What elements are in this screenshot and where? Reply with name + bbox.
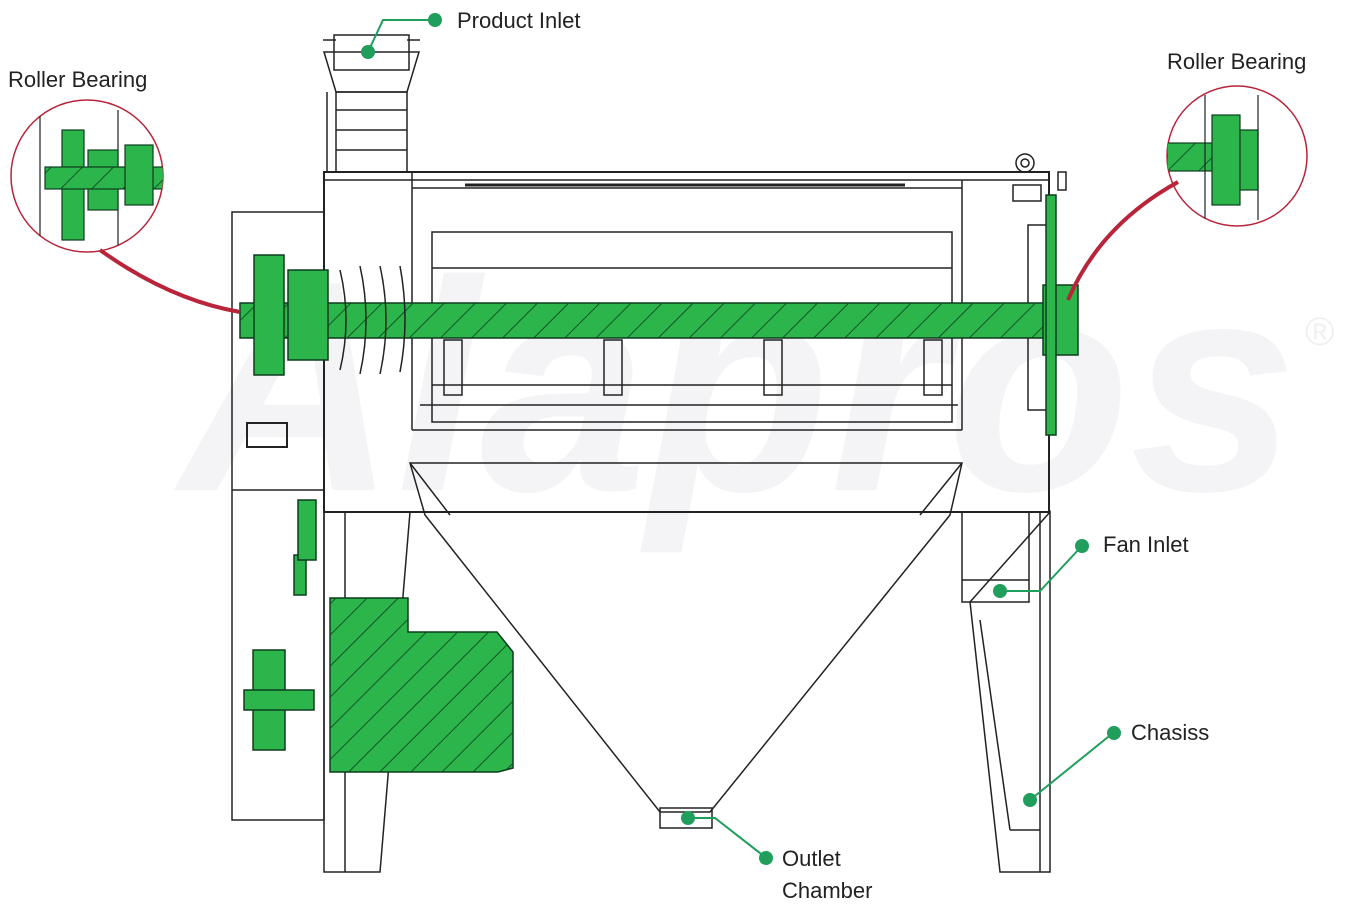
watermark-text: Alapros	[171, 218, 1297, 556]
label-roller-bearing-left: Roller Bearing	[8, 67, 147, 92]
dot-product-inlet-target	[361, 45, 375, 59]
label-fan-inlet: Fan Inlet	[1103, 532, 1189, 557]
dot-product-inlet-label	[428, 13, 442, 27]
leader-outlet-chamber	[688, 817, 766, 858]
motor	[329, 597, 514, 773]
left-pulley	[253, 254, 285, 376]
cabinet-switch	[246, 422, 288, 448]
lifting-eye	[1015, 153, 1035, 173]
leader-chasiss	[1029, 732, 1114, 801]
label-roller-bearing-right: Roller Bearing	[1167, 49, 1306, 74]
watermark-registered-mark: ®	[1305, 310, 1334, 354]
fan-inlet-box	[961, 511, 1030, 603]
inlet-neck	[335, 91, 408, 173]
dot-outlet-label	[759, 851, 773, 865]
feed-auger	[339, 265, 406, 375]
right-leg	[969, 510, 1051, 873]
label-product-inlet: Product Inlet	[457, 8, 581, 33]
dot-chasiss-target	[1023, 793, 1037, 807]
dot-fan-inlet-label	[1075, 539, 1089, 553]
label-outlet-line2: Chamber	[782, 878, 872, 903]
main-shaft	[239, 302, 1076, 339]
dot-fan-inlet-target	[993, 584, 1007, 598]
leader-product-inlet	[367, 19, 433, 53]
label-outlet-line1: Outlet	[782, 846, 841, 871]
dot-chasiss-label	[1107, 726, 1121, 740]
detail-roller-bearing-right	[1066, 85, 1308, 301]
dot-outlet-target	[681, 811, 695, 825]
watermark: Alapros ®	[171, 218, 1335, 556]
detail-roller-bearing-left	[10, 99, 241, 314]
machine-outline	[231, 34, 1079, 873]
leader-fan-inlet	[1000, 547, 1081, 592]
callout-curve-right	[1066, 180, 1179, 301]
label-chasiss: Chasiss	[1131, 720, 1209, 745]
callout-curve-left	[98, 248, 241, 314]
left-leg	[323, 511, 411, 873]
